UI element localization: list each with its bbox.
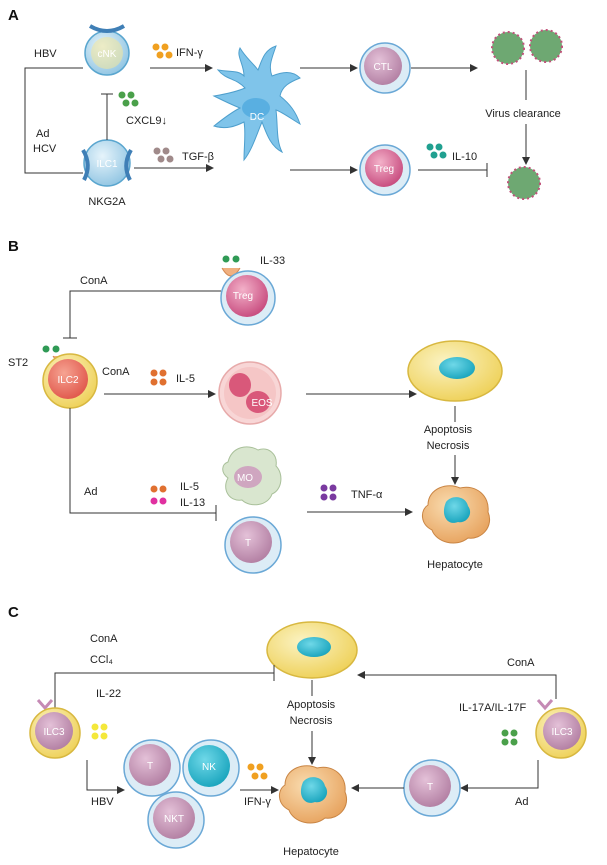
hcv-label: HCV [33, 143, 57, 155]
virus-bottom [507, 166, 541, 200]
ad-label: Ad [36, 128, 49, 140]
treg-label-a: Treg [374, 164, 394, 175]
st2-dots [42, 345, 60, 353]
ilc2-label: ILC2 [57, 375, 79, 386]
ilc2-ad-line [69, 408, 216, 514]
panel-label-b: B [8, 238, 19, 255]
apoptosis-label-b: Apoptosis [424, 424, 473, 436]
treg-inhibition-line [69, 290, 221, 338]
ilc3-left-inhibition-line [54, 672, 274, 712]
virus-clearance-label: Virus clearance [485, 108, 561, 120]
dendritic-cell: DC [212, 45, 301, 162]
tnf-dots [320, 484, 337, 501]
il22-label: IL-22 [96, 688, 121, 700]
ilc3-cell-left: ILC3 [29, 707, 81, 759]
il5-il13-dots [150, 485, 167, 505]
treg-label-b: Treg [233, 291, 253, 302]
il17-label: IL-17A/IL-17F [459, 702, 527, 714]
t-label-right: T [427, 782, 433, 793]
hbv-label-c: HBV [91, 796, 114, 808]
il5-dots [150, 369, 167, 386]
virus-bracket-line [24, 67, 83, 174]
t-label-c: T [147, 761, 153, 772]
panel-label-a: A [8, 7, 19, 24]
ilc3-to-t-arrow [86, 760, 125, 794]
ilc3-cell-right: ILC3 [535, 707, 587, 759]
nkt-cell-c: NKT [147, 791, 205, 849]
cona-label-c-left: ConA [90, 633, 118, 645]
panel-label-c: C [8, 604, 19, 621]
ilc3-right-to-damaged-arrow [357, 671, 557, 699]
hepatocyte-b [422, 485, 490, 544]
tgf-label: TGF-β [182, 151, 214, 163]
ifn-label-a: IFN-γ [176, 47, 203, 59]
ifn-dots-a [152, 43, 173, 59]
t-cell-c: T [123, 739, 181, 797]
mo-cell: MO [222, 446, 282, 506]
ad-label-c: Ad [515, 796, 528, 808]
il5-label-b2: IL-5 [180, 481, 199, 493]
ilc3-right-receptor [536, 699, 554, 711]
mo-label: MO [237, 473, 253, 484]
dc-label: DC [250, 112, 264, 123]
cxcl9-label: CXCL9↓ [126, 115, 167, 127]
nk-label-c: NK [202, 762, 216, 773]
ilc2-cell: ILC2 [42, 353, 98, 409]
treg-cell-b: Treg [220, 270, 276, 326]
cnk-label: cNK [98, 49, 117, 60]
tnf-label: TNF-α [351, 489, 383, 501]
hbv-label: HBV [34, 48, 57, 60]
st2-label: ST2 [8, 357, 28, 369]
hepatocyte-label-c: Hepatocyte [283, 846, 339, 858]
eos-label: EOS [251, 398, 272, 409]
t-label-b: T [245, 538, 251, 549]
il33-label: IL-33 [260, 255, 285, 267]
nkt-label-c: NKT [164, 814, 184, 825]
apoptosis-label-c: Apoptosis [287, 699, 336, 711]
t-cell-right: T [403, 759, 461, 817]
cona-label-b-mid: ConA [102, 366, 130, 378]
ifn-dots-c [247, 763, 268, 780]
cona-label-c-right: ConA [507, 657, 535, 669]
treg-cell-a: Treg [359, 144, 411, 196]
necrosis-label-c: Necrosis [290, 715, 333, 727]
ad-label-b: Ad [84, 486, 97, 498]
hepatocyte-label-b: Hepatocyte [427, 559, 483, 571]
necrosis-label-b: Necrosis [427, 440, 470, 452]
il33-dots [222, 255, 240, 263]
il22-dots [91, 723, 108, 740]
il10-dots [426, 143, 447, 159]
cxcl9-dots [118, 91, 139, 107]
tgf-dots [153, 147, 174, 163]
ilc3-label-right: ILC3 [551, 727, 573, 738]
ctl-cell: CTL [359, 42, 411, 94]
il17-dots [501, 729, 518, 746]
ifn-label-c: IFN-γ [244, 796, 271, 808]
damaged-cell-c [266, 621, 358, 679]
ilc1-label: ILC1 [96, 159, 118, 170]
ccl4-label: CCl₄ [90, 654, 113, 666]
il10-label: IL-10 [452, 151, 477, 163]
ilc3-label-left: ILC3 [43, 727, 65, 738]
virus-pair-top [491, 29, 563, 65]
damaged-cell-b [407, 340, 503, 402]
il13-label: IL-13 [180, 497, 205, 509]
ilc3-right-to-t-arrow [460, 760, 539, 792]
cnk-cell: cNK [84, 24, 130, 76]
cona-label-b-top: ConA [80, 275, 108, 287]
nkg2a-label: NKG2A [88, 196, 126, 208]
eos-cell: EOS [218, 361, 282, 425]
t-cell-b: T [224, 516, 282, 574]
nk-cell-c: NK [182, 739, 240, 797]
ilc1-cell: ILC1 [81, 139, 133, 187]
ctl-label: CTL [374, 62, 393, 73]
il5-label: IL-5 [176, 373, 195, 385]
hepatocyte-c [279, 765, 347, 824]
ilc3-left-receptor [36, 699, 54, 711]
